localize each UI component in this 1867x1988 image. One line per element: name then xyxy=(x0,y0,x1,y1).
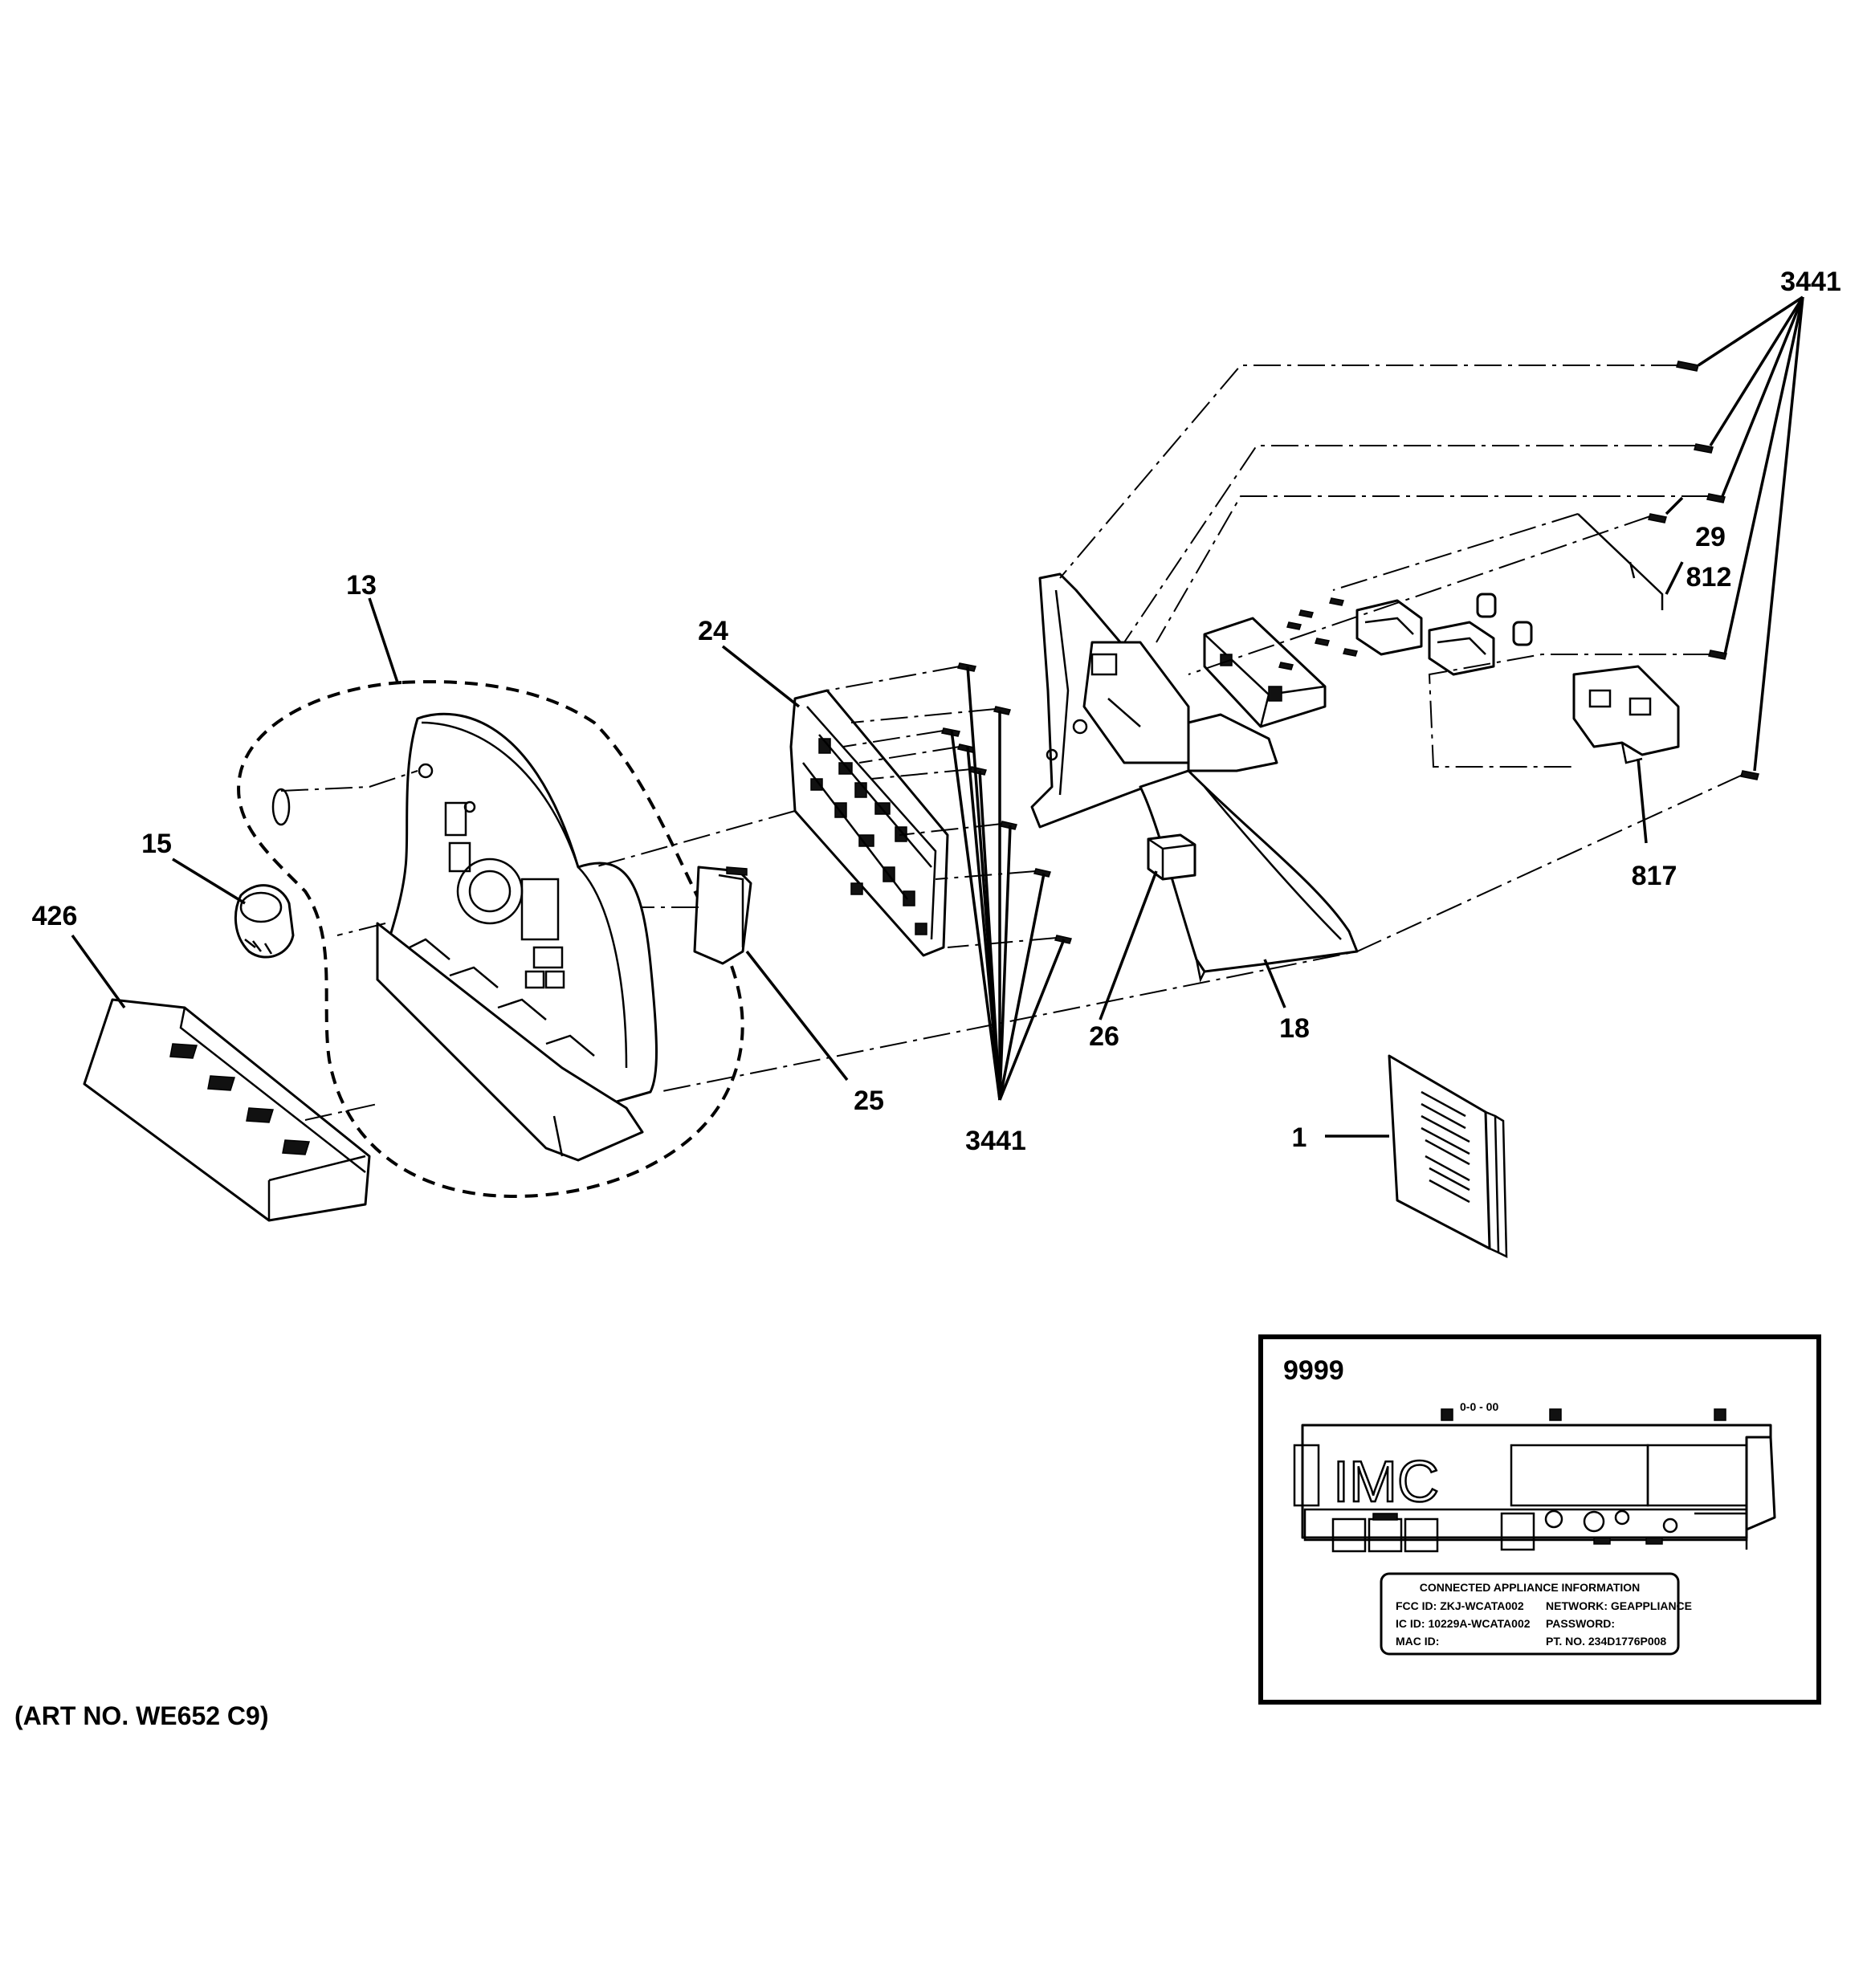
callout-1: 1 xyxy=(1292,1122,1307,1153)
callout-3441-top: 3441 xyxy=(1780,267,1841,297)
part-25-module xyxy=(693,866,752,965)
callout-13: 13 xyxy=(346,570,377,601)
label-password: PASSWORD: xyxy=(1546,1617,1615,1630)
imc-logo: IMC xyxy=(1333,1450,1439,1514)
label-network: NETWORK: GEAPPLIANCE xyxy=(1546,1599,1692,1612)
inset-9999: 9999 IMC 0-0 - 00 xyxy=(1258,1334,1821,1705)
callout-3441-bottom: 3441 xyxy=(965,1126,1026,1156)
part-1-manual xyxy=(1388,1054,1508,1259)
label-fcc: FCC ID: ZKJ-WCATA002 xyxy=(1396,1599,1524,1612)
part-426-trim xyxy=(83,998,371,1222)
part-small-screws-cluster xyxy=(1278,597,1358,670)
part-15-knob xyxy=(234,884,295,959)
callout-25: 25 xyxy=(854,1086,884,1116)
leader-lines xyxy=(71,295,1804,1138)
group-13-outline xyxy=(237,680,744,1199)
info-label: CONNECTED APPLIANCE INFORMATION FCC ID: … xyxy=(1380,1572,1692,1656)
screws-3441-right xyxy=(1648,361,1759,780)
assembly-lines xyxy=(280,365,1743,1121)
board-tag: 0-0 - 00 xyxy=(1460,1400,1498,1413)
callout-18: 18 xyxy=(1279,1013,1310,1044)
art-number: (ART NO. WE652 C9) xyxy=(14,1701,268,1730)
part-relay-connectors xyxy=(1355,593,1533,676)
part-13-console xyxy=(376,712,658,1162)
callout-817: 817 xyxy=(1632,861,1677,891)
label-ic: IC ID: 10229A-WCATA002 xyxy=(1396,1617,1531,1630)
part-812-wire xyxy=(1577,513,1664,610)
part-26-connector xyxy=(1147,833,1196,881)
label-pt: PT. NO. 234D1776P008 xyxy=(1546,1635,1666,1648)
part-module-housing xyxy=(1203,617,1327,728)
label-mac: MAC ID: xyxy=(1396,1635,1439,1648)
inset-board: IMC 0-0 - 00 xyxy=(1293,1400,1776,1553)
callout-812: 812 xyxy=(1686,562,1732,593)
callout-15: 15 xyxy=(141,829,172,859)
callout-426: 426 xyxy=(32,901,78,931)
callout-24: 24 xyxy=(698,616,728,646)
callout-29: 29 xyxy=(1695,522,1726,552)
label-title: CONNECTED APPLIANCE INFORMATION xyxy=(1420,1581,1641,1594)
part-13-cap xyxy=(271,788,291,826)
part-18-bracket xyxy=(1030,572,1359,983)
part-817-cover xyxy=(1572,665,1680,764)
callout-9999: 9999 xyxy=(1283,1355,1344,1386)
part-24-board xyxy=(789,689,949,957)
callout-26: 26 xyxy=(1089,1021,1119,1052)
